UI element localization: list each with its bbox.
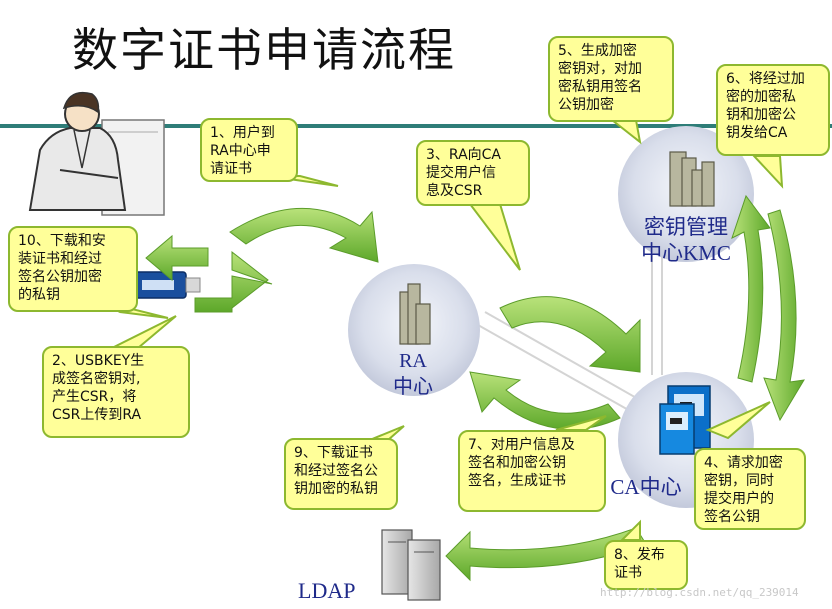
kmc-label: 密钥管理 中心KMC bbox=[641, 215, 731, 265]
arrow-step-1 bbox=[229, 207, 379, 263]
user-illustration bbox=[28, 91, 165, 216]
callout-step-1: 1、用户到 RA中心申 请证书 bbox=[200, 118, 298, 182]
callout-step-5: 5、生成加密 密钥对，对加 密私钥用签名 公钥加密 bbox=[548, 36, 674, 122]
callout-step-2: 2、USBKEY生 成签名密钥对, 产生CSR，将 CSR上传到RA bbox=[42, 346, 190, 438]
ca-computer-icon bbox=[659, 385, 711, 455]
ra-building-icon bbox=[399, 283, 431, 345]
callout-step-4: 4、请求加密 密钥，同时 提交用户的 签名公钥 bbox=[694, 448, 806, 530]
usb-key-icon bbox=[127, 271, 201, 299]
kmc-building-icon bbox=[669, 151, 715, 207]
callout-step-3: 3、RA向CA 提交用户信 息及CSR bbox=[416, 140, 530, 206]
arrow-step-10 bbox=[145, 234, 209, 282]
connector-lines bbox=[477, 255, 663, 413]
callout-step-6: 6、将经过加 密的加密私 钥和加密公 钥发给CA bbox=[716, 64, 830, 156]
callout-step-7: 7、对用户信息及 签名和加密公钥 签名，生成证书 bbox=[458, 430, 606, 512]
ldap-server-icon bbox=[381, 529, 441, 601]
ra-center-label: RA 中心 bbox=[393, 350, 433, 398]
page-title: 数字证书申请流程 bbox=[72, 23, 456, 77]
callout-pointers bbox=[95, 119, 784, 541]
callout-step-9: 9、下载证书 和经过签名公 钥加密的私钥 bbox=[284, 438, 398, 510]
arrow-step-8 bbox=[445, 527, 647, 582]
arrow-step-2 bbox=[194, 250, 273, 313]
flow-arrows bbox=[145, 194, 805, 582]
callout-step-8: 8、发布 证书 bbox=[604, 540, 688, 590]
arrow-step-6 bbox=[763, 209, 805, 422]
ca-center-label: CA中心 bbox=[610, 475, 682, 499]
arrow-step-3 bbox=[499, 296, 641, 373]
header-accent-line bbox=[0, 124, 832, 128]
ldap-label: LDAP bbox=[298, 578, 356, 603]
arrow-step-4 bbox=[731, 194, 771, 383]
callout-step-10: 10、下载和安 装证书和经过 签名公钥加密 的私钥 bbox=[8, 226, 138, 312]
watermark: http://blog.csdn.net/qq_239014 bbox=[600, 586, 799, 599]
